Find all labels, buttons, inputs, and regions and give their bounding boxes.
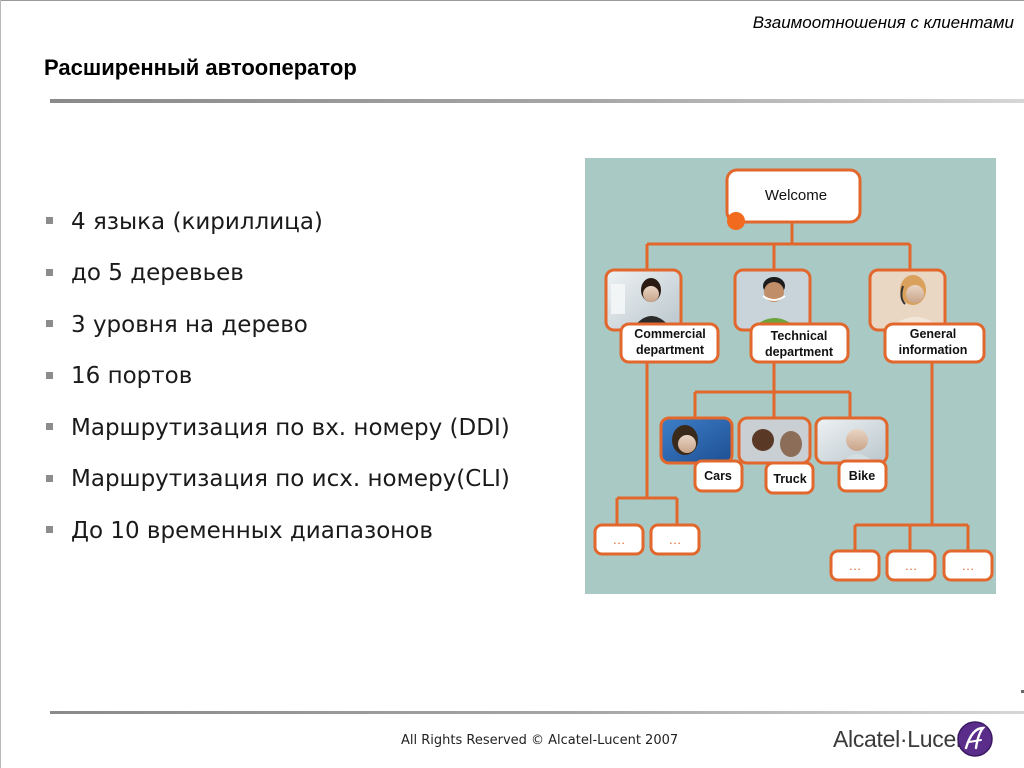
footer-divider	[50, 711, 1024, 714]
technical-node-line1: Technical	[771, 329, 828, 343]
general-node-line1: General	[910, 327, 957, 341]
bullet-square-icon	[46, 474, 53, 482]
general-node-line2: information	[899, 343, 968, 357]
leaf-node: …	[593, 523, 645, 556]
bullet-item: До 10 временных диапазонов	[44, 505, 510, 557]
technical-department-node: Technical department	[749, 322, 850, 364]
bike-node: Bike	[837, 459, 888, 493]
bullet-square-icon	[46, 371, 53, 379]
leaf-node: …	[885, 549, 937, 582]
tree-connectors	[615, 222, 970, 551]
alcatel-lucent-logo-icon	[957, 721, 993, 757]
leaf-node-label: …	[613, 532, 626, 547]
bullet-square-icon	[46, 423, 53, 431]
bullet-item: 3 уровня на дерево	[44, 299, 510, 351]
title-divider	[50, 99, 1024, 103]
cars-agent-photo	[659, 416, 734, 465]
truck-node: Truck	[764, 461, 815, 495]
bike-agent-photo	[814, 416, 889, 465]
slide-edge-mark	[1021, 690, 1024, 693]
bullet-square-icon	[46, 268, 53, 276]
leaf-node-label: …	[849, 558, 862, 573]
leaf-node-label: …	[669, 532, 682, 547]
truck-node-label: Truck	[773, 472, 806, 486]
bullet-text: до 5 деревьев	[71, 260, 244, 287]
leaf-node: …	[942, 549, 994, 582]
truck-agent-photo	[737, 416, 812, 465]
section-title: Взаимоотношения с клиентами	[752, 13, 1014, 32]
general-information-node: General information	[883, 322, 986, 364]
commercial-node-line1: Commercial	[634, 327, 706, 341]
leaf-node: …	[649, 523, 701, 556]
welcome-node-label: Welcome	[765, 187, 827, 204]
bullet-text: До 10 временных диапазонов	[71, 517, 433, 544]
bike-node-label: Bike	[849, 469, 875, 483]
bullet-square-icon	[46, 526, 53, 534]
general-info-agent-photo	[868, 268, 947, 332]
bullet-item: 4 языка (кириллица)	[44, 196, 510, 248]
bullet-square-icon	[46, 217, 53, 225]
slide-frame-top	[0, 0, 1024, 1]
bullet-item: 16 портов	[44, 351, 510, 403]
technical-node-line2: department	[765, 345, 834, 359]
leaf-node-label: …	[905, 558, 918, 573]
bullet-list: 4 языка (кириллица) до 5 деревьев 3 уров…	[44, 196, 510, 557]
commercial-department-node: Commercial department	[619, 322, 720, 364]
slide-frame-left	[0, 0, 1, 768]
leaf-node-label: …	[962, 558, 975, 573]
auto-attendant-tree-diagram: Welcome Commercial department Technical …	[585, 158, 996, 594]
commercial-node-line2: department	[636, 343, 705, 357]
bullet-text: Маршрутизация по исх. номеру(CLI)	[71, 466, 510, 493]
bullet-item: Маршрутизация по исх. номеру(CLI)	[44, 454, 510, 506]
cars-node-label: Cars	[704, 469, 732, 483]
company-logo-text: Alcatel·Lucent	[833, 726, 975, 752]
bullet-item: Маршрутизация по вх. номеру (DDI)	[44, 402, 510, 454]
copyright-notice: All Rights Reserved © Alcatel-Lucent 200…	[401, 733, 679, 748]
slide-title: Расширенный автооператор	[44, 55, 357, 80]
call-entry-dot-icon	[727, 212, 745, 230]
bullet-text: 16 портов	[71, 363, 193, 390]
leaf-node: …	[829, 549, 881, 582]
technical-agent-photo	[733, 268, 812, 332]
bullet-item: до 5 деревьев	[44, 248, 510, 300]
bullet-text: 4 языка (кириллица)	[71, 208, 323, 235]
commercial-agent-photo	[604, 268, 683, 332]
bullet-text: Маршрутизация по вх. номеру (DDI)	[71, 414, 510, 441]
welcome-node: Welcome	[725, 168, 862, 230]
bullet-square-icon	[46, 320, 53, 328]
bullet-text: 3 уровня на дерево	[71, 311, 308, 338]
cars-node: Cars	[693, 459, 744, 493]
